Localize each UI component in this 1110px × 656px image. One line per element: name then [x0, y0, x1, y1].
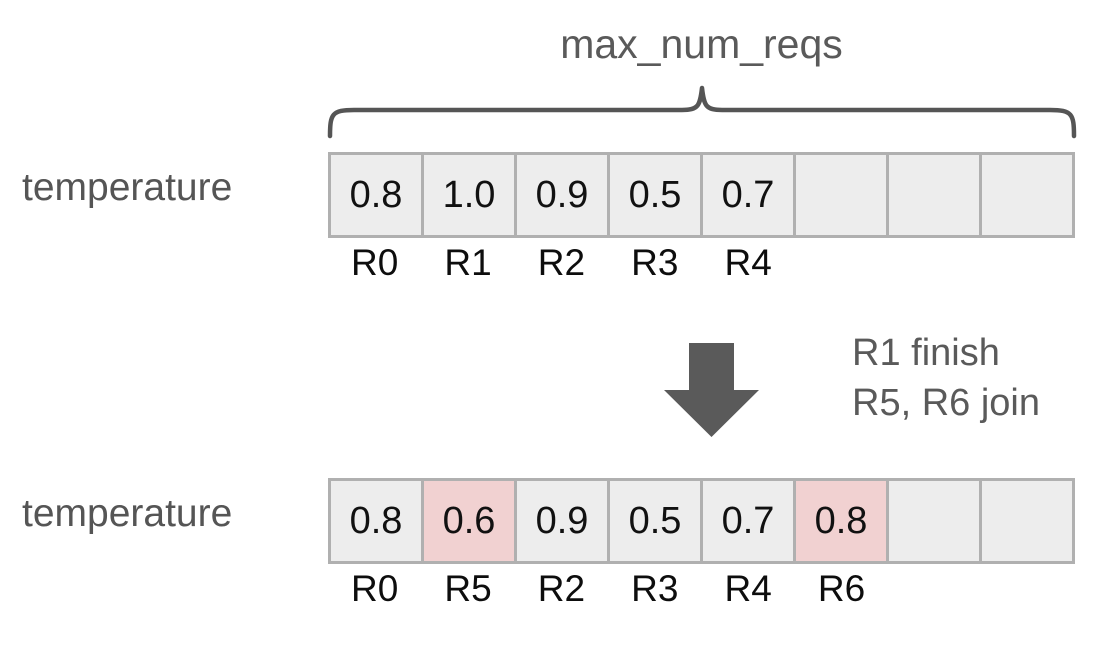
- request-tag: R3: [631, 242, 679, 283]
- array-cell[interactable]: 0.7: [703, 155, 796, 235]
- temperature-array-before: 0.8 1.0 0.9 0.5 0.7: [328, 152, 1075, 238]
- request-tag-empty: [888, 570, 981, 614]
- array-cell[interactable]: 1.0: [424, 155, 517, 235]
- temperature-array-after: 0.8 0.6 0.9 0.5 0.7 0.8: [328, 478, 1075, 564]
- request-tag: R6: [817, 568, 866, 609]
- request-tag: R2: [537, 568, 586, 609]
- array-cell[interactable]: 0.8: [331, 155, 424, 235]
- row-label-temperature-after: temperature: [22, 492, 233, 535]
- request-tag: R0: [351, 242, 399, 283]
- transition-note: R1 finish R5, R6 join: [852, 328, 1102, 428]
- array-cell-highlighted[interactable]: 0.8: [796, 481, 889, 561]
- request-tags-after: R0 R5 R2 R3 R4 R6: [328, 568, 1075, 614]
- request-tag-empty: [982, 570, 1075, 614]
- request-tag: R3: [631, 568, 679, 609]
- array-cell-empty[interactable]: [982, 481, 1072, 561]
- array-cell[interactable]: 0.8: [331, 481, 424, 561]
- brace-label: max_num_reqs: [560, 21, 843, 67]
- request-tag: R1: [444, 242, 492, 283]
- array-cell-empty[interactable]: [889, 155, 982, 235]
- request-tag: R4: [724, 242, 772, 283]
- transition-note-line-1: R1 finish: [852, 332, 1000, 374]
- request-tag: R5: [444, 568, 492, 609]
- array-cell[interactable]: 0.7: [703, 481, 796, 561]
- array-cell[interactable]: 0.5: [610, 155, 703, 235]
- curly-brace-icon: [327, 85, 1077, 139]
- array-cell-highlighted[interactable]: 0.6: [424, 481, 517, 561]
- request-tags-before: R0 R1 R2 R3 R4: [328, 242, 1075, 288]
- request-tag: R2: [537, 242, 586, 283]
- request-tag-empty: [795, 244, 888, 288]
- request-tag-empty: [888, 244, 981, 288]
- array-cell[interactable]: 0.5: [610, 481, 703, 561]
- transition-note-line-2: R5, R6 join: [852, 382, 1040, 425]
- request-tag: R0: [351, 568, 399, 609]
- row-label-temperature-before: temperature: [22, 166, 233, 209]
- array-cell[interactable]: 0.9: [517, 481, 610, 561]
- array-cell[interactable]: 0.9: [517, 155, 610, 235]
- array-cell-empty[interactable]: [889, 481, 982, 561]
- request-tag-empty: [982, 244, 1075, 288]
- array-cell-empty[interactable]: [982, 155, 1072, 235]
- down-arrow-icon: [664, 343, 759, 437]
- array-cell-empty[interactable]: [796, 155, 889, 235]
- request-tag: R4: [724, 568, 772, 609]
